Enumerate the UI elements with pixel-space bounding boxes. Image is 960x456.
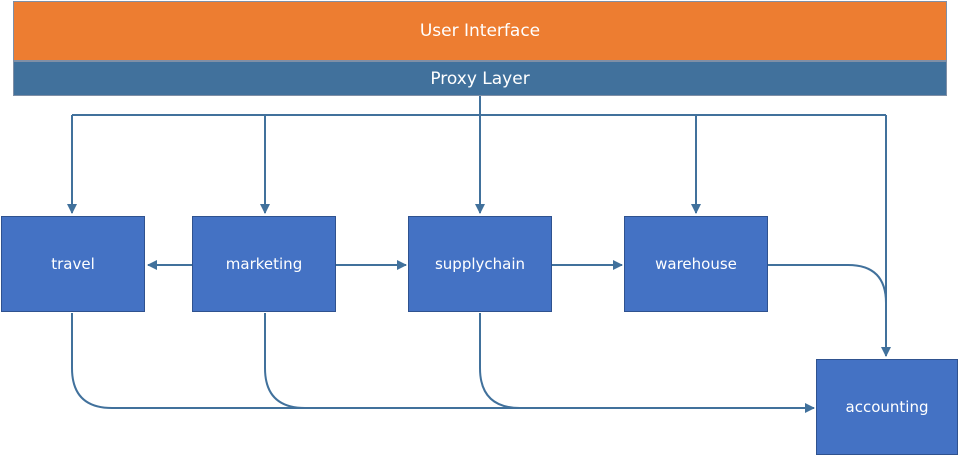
warehouse-label: warehouse: [655, 255, 737, 273]
accounting-label: accounting: [845, 398, 929, 416]
user-interface-label: User Interface: [419, 21, 541, 41]
supplychain-node: supplychain: [408, 216, 552, 312]
proxy-layer-label: Proxy Layer: [430, 68, 530, 89]
travel-label: travel: [51, 255, 95, 273]
proxy-layer: Proxy Layer: [13, 61, 947, 96]
warehouse-to-accounting-line: [768, 264, 887, 304]
warehouse-node: warehouse: [624, 216, 768, 312]
accounting-node: accounting: [816, 359, 958, 455]
marketing-label: marketing: [225, 255, 303, 273]
marketing-node: marketing: [192, 216, 336, 312]
travel-node: travel: [1, 216, 145, 312]
supplychain-label: supplychain: [434, 255, 526, 273]
travel-to-accounting-arrow: [71, 313, 815, 413]
marketing-to-accounting-curve: [264, 313, 306, 409]
user-interface-layer: User Interface: [13, 1, 947, 61]
supplychain-to-accounting-curve: [479, 313, 521, 409]
